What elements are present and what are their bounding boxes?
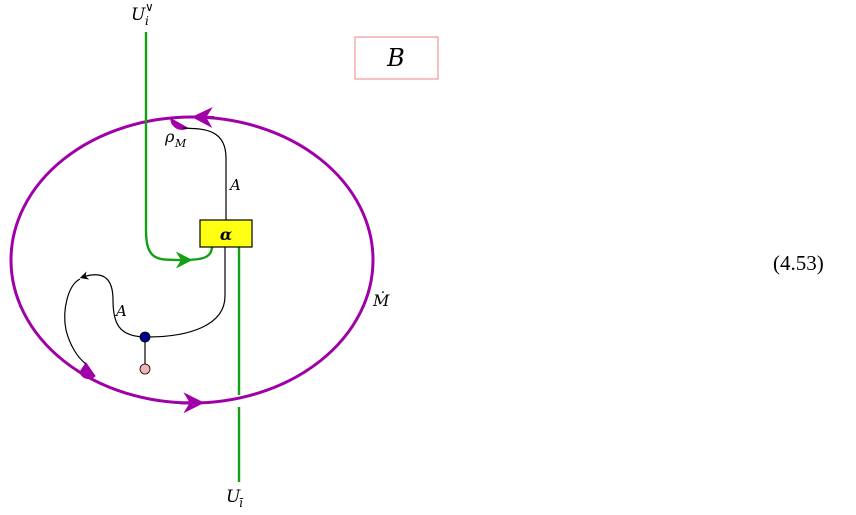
label-top-strand: U [131, 5, 146, 25]
strand-top [144, 32, 193, 269]
coupon-alpha [199, 219, 253, 248]
label-top-strand-sup: ∨ [145, 0, 154, 14]
region-label-box [354, 36, 439, 80]
region-label: B [386, 44, 405, 72]
label-edge-a-lower: A [114, 302, 127, 320]
node-dark [139, 331, 151, 343]
equation-number: (4.53) [773, 251, 824, 275]
label-rho-sub: M [174, 137, 187, 150]
edge-a-lower-tail [64, 278, 87, 365]
edge-coupon-to-node [146, 246, 226, 338]
label-defect: Ṁ [372, 290, 390, 310]
lower-defect-node [79, 362, 96, 380]
strand-top-tail [183, 245, 214, 262]
coupon-label: α [220, 225, 232, 244]
label-bottom-strand: U [226, 487, 241, 507]
label-rho: ρ [164, 127, 175, 146]
edge-a-lower [79, 271, 147, 338]
label-bottom-strand-sub: ī [239, 496, 244, 510]
node-light [139, 363, 151, 375]
edge-a-upper [182, 127, 227, 220]
label-top-strand-sub: i [145, 14, 149, 28]
label-edge-a-upper: A [228, 176, 241, 194]
